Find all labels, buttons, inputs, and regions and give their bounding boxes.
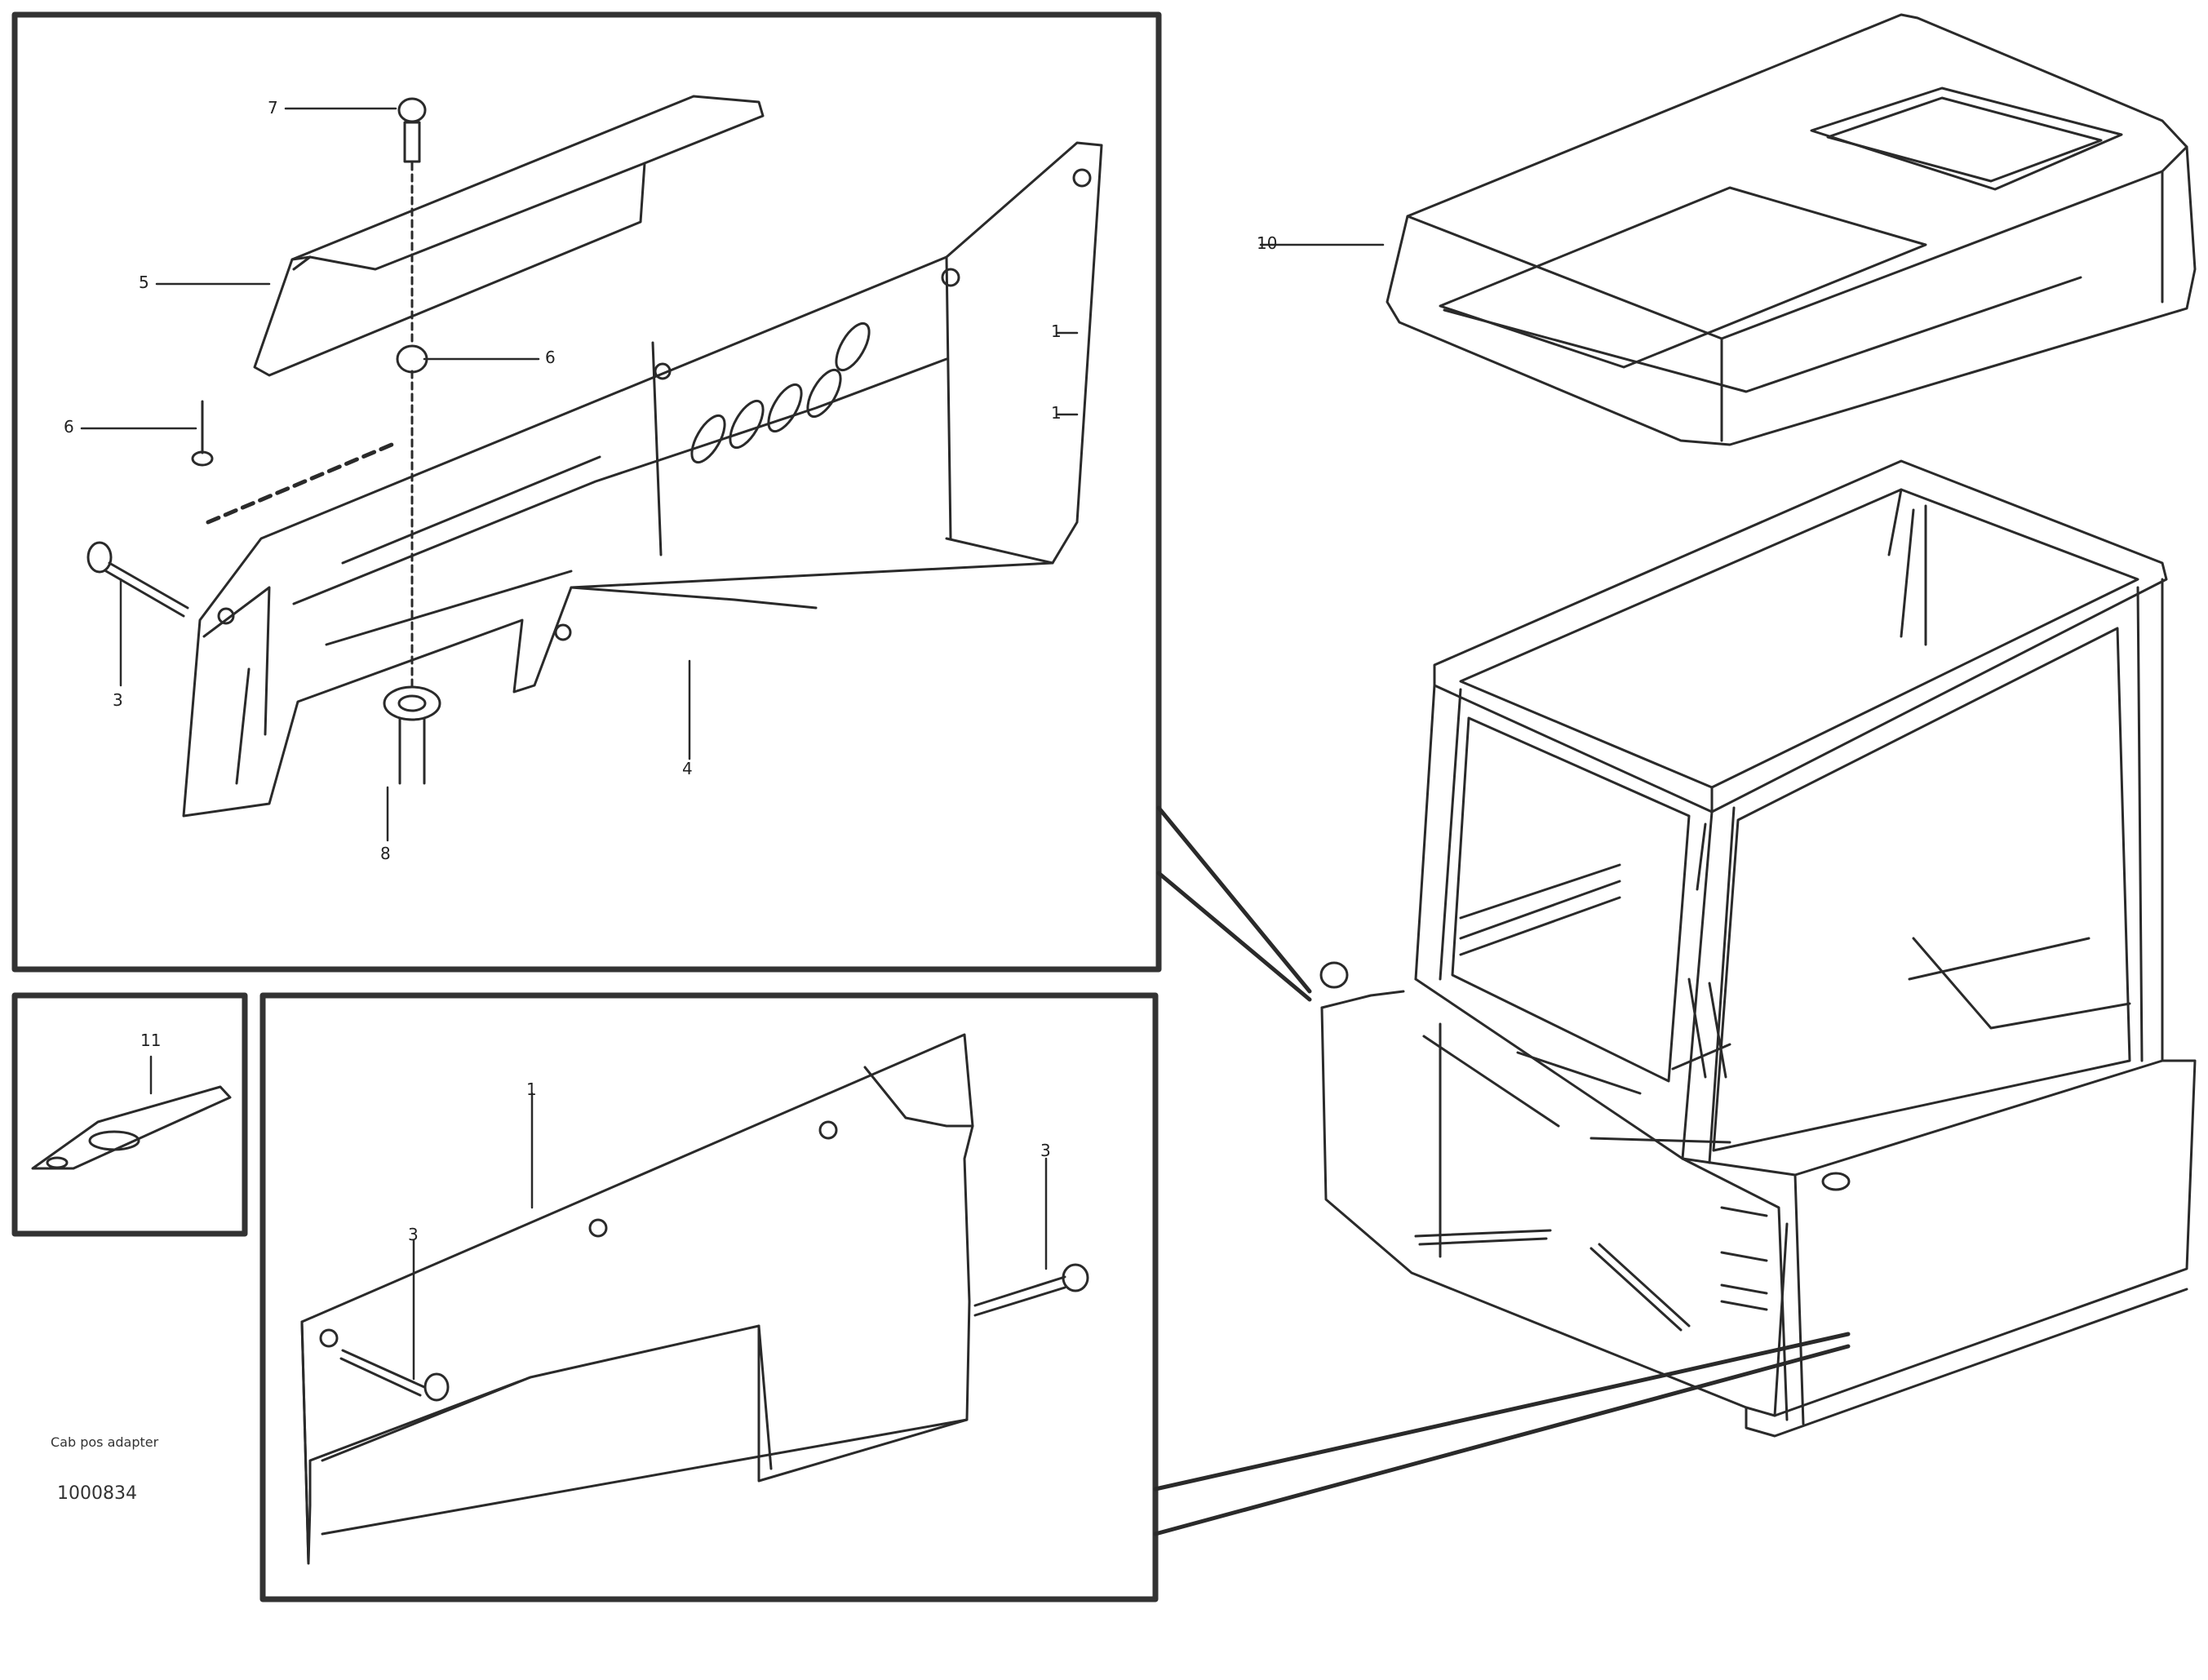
rivet-strip (206, 442, 394, 525)
lower-panel-fastener-holes (319, 1120, 838, 1348)
top-cover-plate (253, 95, 765, 377)
bolt-3-lower-right (973, 1263, 1089, 1317)
callout-3-lower-right: 3 (1040, 1141, 1051, 1160)
callout-1-upper-b: 1 (1051, 403, 1062, 423)
vent-louvers (690, 321, 871, 464)
figure-caption: Cab pos adapter (51, 1434, 159, 1450)
lower-side-panel (300, 1033, 974, 1565)
callout-4: 4 (682, 759, 693, 778)
callout-6-right: 6 (545, 348, 556, 367)
callout-5: 5 (139, 273, 149, 292)
leader-to-cab-lower-a (1153, 1332, 1851, 1492)
leader-to-cab-lower-b (1153, 1344, 1851, 1536)
callout-8: 8 (380, 844, 391, 863)
upper-detail-frame (11, 11, 1162, 973)
bolt-3-lower-left (339, 1349, 450, 1402)
inset-bracket (31, 1055, 232, 1170)
panel-fastener-holes (217, 168, 1092, 641)
bolt-7 (397, 97, 427, 344)
cab-roof-hood (1259, 13, 2197, 446)
figure-number: 1000834 (57, 1483, 137, 1504)
callout-3: 3 (113, 690, 123, 710)
bolt-3-left (86, 541, 189, 618)
lower-detail-frame (259, 992, 1159, 1602)
callout-1-lower: 1 (526, 1079, 537, 1099)
upper-leader-lines (80, 107, 1079, 842)
inset-frame (11, 992, 248, 1237)
callout-7: 7 (268, 98, 278, 117)
bolt-8-bottom (383, 370, 441, 785)
callout-11: 11 (140, 1031, 162, 1050)
callout-1-upper-a: 1 (1051, 321, 1062, 341)
lower-leader-lines (412, 1092, 1048, 1381)
cab-body (1319, 459, 2197, 1438)
callout-10: 10 (1257, 233, 1278, 253)
callout-3-lower-left: 3 (408, 1225, 419, 1244)
screw-6-left (191, 400, 214, 467)
washer-6-upper (396, 344, 428, 374)
leader-to-cab-upper-b (1156, 871, 1312, 1002)
main-side-panel (182, 141, 1103, 818)
callout-6-left: 6 (64, 417, 74, 437)
leader-to-cab-upper-a (1156, 805, 1312, 994)
